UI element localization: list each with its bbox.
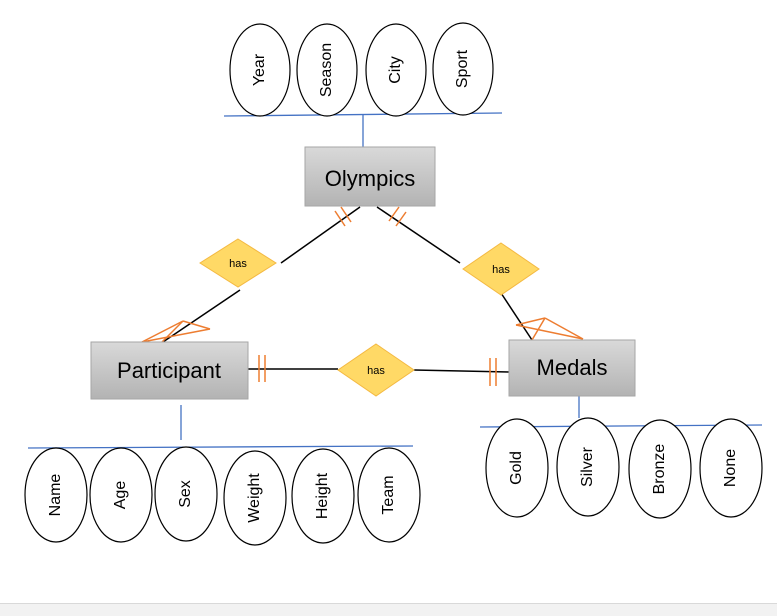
attribute-label: Name (47, 474, 64, 517)
entity-medals-label: Medals (537, 355, 608, 380)
cardinality-many-medals (515, 317, 584, 341)
attribute-oval (24, 447, 88, 543)
cardinality-one-olympics-medals (388, 206, 407, 227)
attribute-oval (485, 418, 549, 518)
olympics-medals-line-lower (500, 292, 533, 341)
attribute-oval (365, 23, 427, 117)
olympics-participant-line-lower (159, 289, 241, 345)
attribute-medals-1[interactable]: Silver (556, 417, 620, 517)
relationship-participant-medals-label: has (367, 365, 385, 377)
attribute-participant-2[interactable]: Sex (154, 446, 218, 542)
entity-participant-label: Participant (117, 358, 221, 383)
attribute-oval (357, 447, 421, 543)
participant-attribute-line (27, 445, 414, 449)
olympics-medals-line (376, 206, 461, 264)
attribute-medals-3[interactable]: None (699, 418, 763, 518)
attribute-label: Sex (177, 480, 194, 508)
attribute-olympics-2[interactable]: City (365, 23, 427, 117)
attribute-oval (628, 419, 692, 519)
attribute-medals-0[interactable]: Gold (485, 418, 549, 518)
cardinality-one-medals-left (489, 358, 497, 386)
attribute-oval (556, 417, 620, 517)
entity-medals[interactable]: Medals (508, 339, 636, 397)
attribute-olympics-0[interactable]: Year (229, 23, 291, 117)
relationship-olympics-participant[interactable]: has (199, 238, 277, 288)
attribute-label: None (722, 449, 739, 487)
cardinality-one-olympics-participant (334, 206, 352, 227)
attribute-oval (291, 448, 355, 544)
attribute-label: Team (380, 475, 397, 514)
footer-band (0, 603, 777, 616)
attribute-label: Season (318, 43, 335, 97)
attribute-oval (89, 447, 153, 543)
entity-olympics[interactable]: Olympics (304, 146, 436, 207)
cardinality-many-participant (141, 320, 211, 345)
entity-participant[interactable]: Participant (90, 341, 249, 400)
attribute-participant-5[interactable]: Team (357, 447, 421, 543)
attribute-label: Bronze (651, 444, 668, 495)
attribute-label: Weight (246, 473, 263, 523)
relationship-olympics-participant-label: has (229, 258, 247, 270)
attribute-label: Year (251, 53, 268, 86)
attribute-oval (154, 446, 218, 542)
attribute-olympics-3[interactable]: Sport (432, 22, 494, 116)
attribute-oval (296, 23, 358, 117)
medals-attributes: Gold Silver Bronze None (485, 417, 763, 519)
attribute-label: Age (112, 481, 129, 510)
participant-attributes: Name Age Sex Weight Height Team (24, 446, 421, 546)
attribute-participant-0[interactable]: Name (24, 447, 88, 543)
attribute-label: Silver (579, 446, 596, 487)
attribute-participant-4[interactable]: Height (291, 448, 355, 544)
attribute-label: Sport (454, 49, 471, 88)
attribute-olympics-1[interactable]: Season (296, 23, 358, 117)
participant-medals-line-right (413, 369, 511, 373)
attribute-label: Gold (508, 451, 525, 485)
attribute-label: Height (314, 472, 331, 519)
entity-olympics-label: Olympics (325, 166, 415, 191)
attribute-oval (223, 450, 287, 546)
olympics-participant-line (280, 206, 361, 264)
attribute-participant-1[interactable]: Age (89, 447, 153, 543)
cardinality-one-participant-right (258, 355, 266, 382)
relationship-olympics-medals[interactable]: has (462, 242, 540, 296)
relationship-olympics-medals-label: has (492, 264, 510, 276)
attribute-oval (432, 22, 494, 116)
relationship-participant-medals[interactable]: has (337, 343, 415, 397)
attribute-participant-3[interactable]: Weight (223, 450, 287, 546)
attribute-medals-2[interactable]: Bronze (628, 419, 692, 519)
attribute-oval (229, 23, 291, 117)
olympics-attributes: Year Season City Sport (229, 22, 494, 117)
attribute-label: City (387, 56, 404, 84)
attribute-oval (699, 418, 763, 518)
